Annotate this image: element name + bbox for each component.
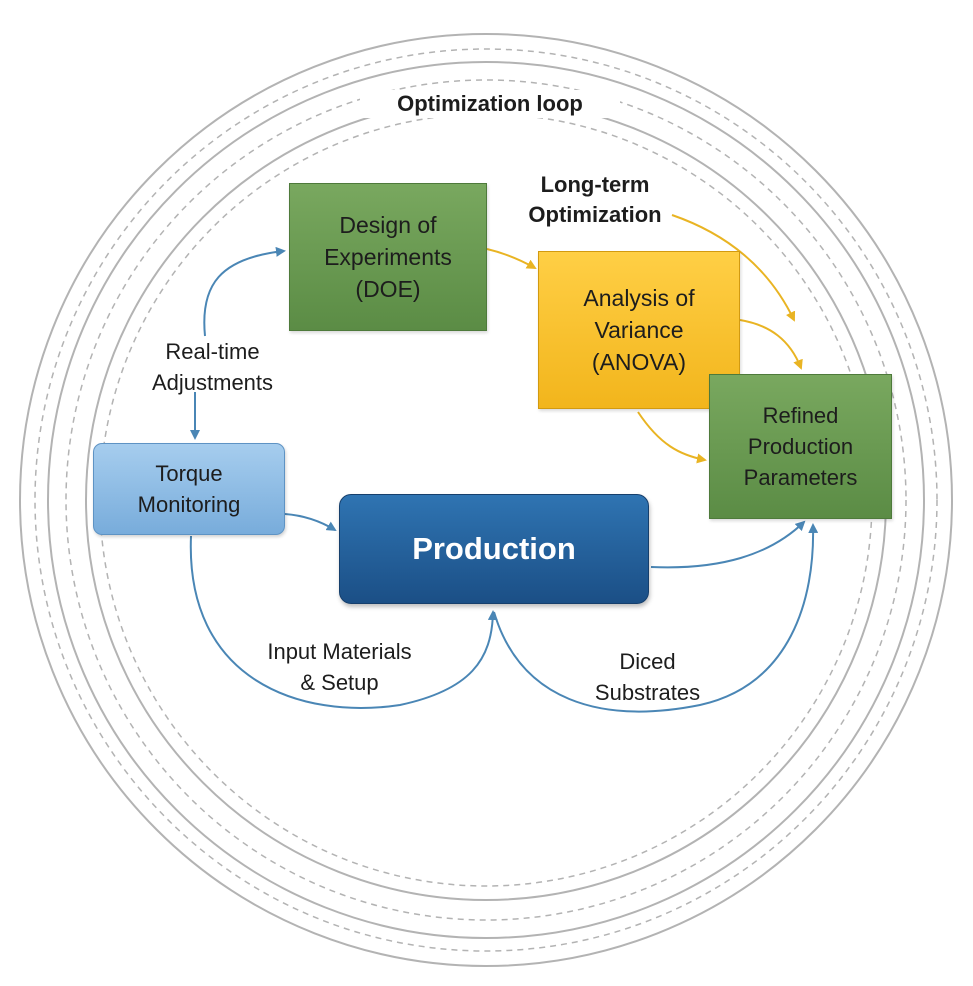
longterm-to-refined-arrow xyxy=(671,214,796,322)
real-time-adjustments-label: Real-time Adjustments xyxy=(151,339,274,395)
production-node: Production xyxy=(339,494,649,604)
diagram-title: Optimization loop xyxy=(360,90,620,118)
middle-dashed-ring xyxy=(65,79,907,921)
anova-to-refined-lower-arrow xyxy=(637,411,707,464)
input-materials-loop-arrow xyxy=(189,535,498,709)
long-term-optimization-label: Long-term Optimization xyxy=(528,172,662,227)
diced-substrates-loop-arrow xyxy=(493,523,819,713)
outer-dashed-ring xyxy=(34,48,938,952)
anova-to-refined-upper-arrow xyxy=(739,319,803,370)
middle-ring xyxy=(47,61,925,939)
torque-to-production-arrow xyxy=(284,513,337,532)
torque-monitoring-node: Torque Monitoring xyxy=(93,443,285,535)
refined-parameters-node: Refined Production Parameters xyxy=(709,374,892,519)
input-materials-label: Input Materials & Setup xyxy=(267,639,412,695)
diced-substrates-label: Diced Substrates xyxy=(594,649,701,705)
outer-ring xyxy=(19,33,953,967)
doe-node: Design of Experiments (DOE) xyxy=(289,183,487,331)
adjustments-to-doe-arrow xyxy=(203,246,286,337)
production-to-refined-arrow xyxy=(650,520,806,569)
anova-node: Analysis of Variance (ANOVA) xyxy=(538,251,740,409)
doe-to-anova-arrow xyxy=(486,248,537,269)
